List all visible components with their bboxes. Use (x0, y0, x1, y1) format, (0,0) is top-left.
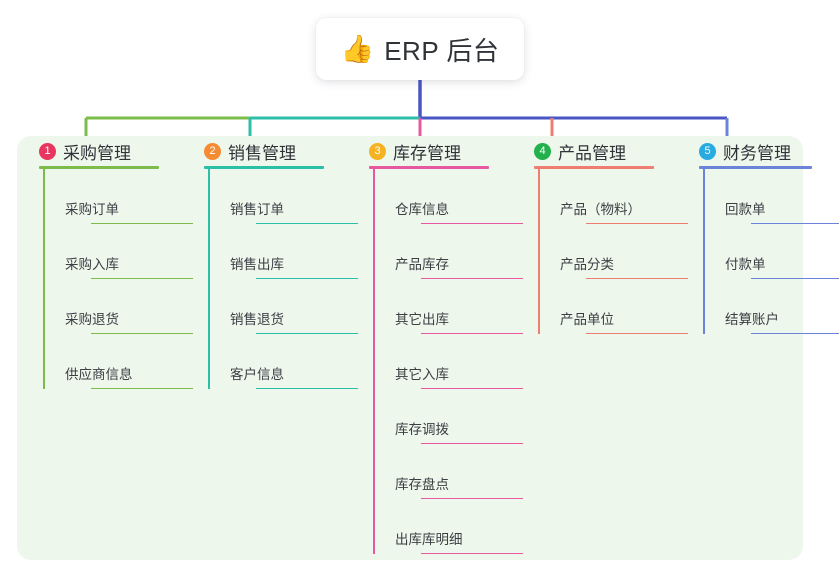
branch-label: 产品管理 (558, 143, 626, 163)
leaf-underline (91, 222, 193, 224)
leaf-label: 产品单位 (560, 311, 614, 327)
leaf-underline (91, 277, 193, 279)
branch-header-2[interactable]: 2 销售管理 (182, 136, 347, 166)
leaf-label: 库存调拨 (395, 421, 449, 437)
leaf-label: 销售出库 (230, 256, 284, 272)
branch-column: 5 财务管理回款单付款单结算账户 (677, 136, 839, 334)
branch-column: 1 采购管理采购订单采购入库采购退货供应商信息 (17, 136, 193, 389)
leaf-label: 销售退货 (230, 311, 284, 327)
leaf-label: 采购退货 (65, 311, 119, 327)
leaf-underline (751, 277, 839, 279)
root-node[interactable]: 👍 ERP 后台 (316, 18, 524, 80)
leaf-item[interactable]: 库存盘点 (347, 444, 523, 499)
branch-underline (369, 166, 489, 169)
leaf-item[interactable]: 回款单 (677, 169, 839, 224)
leaf-underline (256, 332, 358, 334)
leaf-label: 采购订单 (65, 201, 119, 217)
leaf-item[interactable]: 出库库明细 (347, 499, 523, 554)
leaf-label: 产品库存 (395, 256, 449, 272)
leaf-item[interactable]: 客户信息 (182, 334, 358, 389)
leaf-underline (256, 387, 358, 389)
leaf-item[interactable]: 采购退货 (17, 279, 193, 334)
leaf-item[interactable]: 销售订单 (182, 169, 358, 224)
leaf-underline (421, 552, 523, 554)
leaf-label: 结算账户 (725, 311, 779, 327)
leaf-label: 付款单 (725, 256, 766, 272)
branch-underline (204, 166, 324, 169)
branch-spine (373, 169, 375, 554)
leaf-underline (751, 332, 839, 334)
leaf-underline (751, 222, 839, 224)
leaf-label: 其它入库 (395, 366, 449, 382)
branches-panel (17, 136, 803, 560)
leaf-underline (91, 387, 193, 389)
leaf-underline (586, 332, 688, 334)
leaf-item[interactable]: 产品（物料） (512, 169, 688, 224)
branch-header-5[interactable]: 5 财务管理 (677, 136, 827, 166)
leaf-item[interactable]: 采购入库 (17, 224, 193, 279)
leaf-underline (421, 387, 523, 389)
leaf-underline (256, 277, 358, 279)
leaf-underline (421, 277, 523, 279)
branch-column: 3 库存管理仓库信息产品库存其它出库其它入库库存调拨库存盘点出库库明细 (347, 136, 523, 554)
leaf-item[interactable]: 库存调拨 (347, 389, 523, 444)
root-title: ERP 后台 (384, 35, 500, 66)
branch-header-4[interactable]: 4 产品管理 (512, 136, 677, 166)
leaf-item[interactable]: 其它出库 (347, 279, 523, 334)
leaf-item[interactable]: 销售出库 (182, 224, 358, 279)
leaf-label: 出库库明细 (395, 531, 463, 547)
thumbs-up-icon: 👍 (340, 33, 375, 65)
leaf-item[interactable]: 仓库信息 (347, 169, 523, 224)
leaf-item[interactable]: 供应商信息 (17, 334, 193, 389)
leaf-label: 采购入库 (65, 256, 119, 272)
leaf-item[interactable]: 产品分类 (512, 224, 688, 279)
leaf-underline (421, 442, 523, 444)
branch-badge-icon: 3 (369, 142, 386, 160)
branch-header-3[interactable]: 3 库存管理 (347, 136, 512, 166)
branch-badge-icon: 5 (699, 142, 716, 160)
branch-badge-icon: 2 (204, 142, 221, 160)
leaf-underline (256, 222, 358, 224)
leaf-label: 库存盘点 (395, 476, 449, 492)
branch-underline (699, 166, 812, 169)
leaf-label: 产品（物料） (560, 201, 641, 217)
leaf-item[interactable]: 其它入库 (347, 334, 523, 389)
branch-label: 采购管理 (63, 143, 131, 163)
leaf-item[interactable]: 产品单位 (512, 279, 688, 334)
leaf-label: 回款单 (725, 201, 766, 217)
leaf-item[interactable]: 结算账户 (677, 279, 839, 334)
branch-label: 库存管理 (393, 143, 461, 163)
branch-underline (39, 166, 159, 169)
leaf-underline (421, 332, 523, 334)
leaf-item[interactable]: 销售退货 (182, 279, 358, 334)
leaf-item[interactable]: 付款单 (677, 224, 839, 279)
leaf-underline (91, 332, 193, 334)
branch-column: 2 销售管理销售订单销售出库销售退货客户信息 (182, 136, 358, 389)
leaf-label: 其它出库 (395, 311, 449, 327)
branch-spine (703, 169, 705, 334)
branch-badge-icon: 1 (39, 142, 56, 160)
leaf-label: 销售订单 (230, 201, 284, 217)
branch-badge-icon: 4 (534, 142, 551, 160)
leaf-label: 客户信息 (230, 366, 284, 382)
leaf-label: 供应商信息 (65, 366, 133, 382)
branch-header-1[interactable]: 1 采购管理 (17, 136, 182, 166)
leaf-label: 产品分类 (560, 256, 614, 272)
branch-underline (534, 166, 654, 169)
leaf-underline (586, 277, 688, 279)
leaf-underline (421, 222, 523, 224)
branch-spine (43, 169, 45, 389)
branch-spine (538, 169, 540, 334)
leaf-item[interactable]: 采购订单 (17, 169, 193, 224)
branch-column: 4 产品管理产品（物料） 产品分类产品单位 (512, 136, 688, 334)
branch-label: 销售管理 (228, 143, 296, 163)
leaf-underline (586, 222, 688, 224)
leaf-underline (421, 497, 523, 499)
leaf-item[interactable]: 产品库存 (347, 224, 523, 279)
branch-spine (208, 169, 210, 389)
branch-label: 财务管理 (723, 143, 791, 163)
leaf-label: 仓库信息 (395, 201, 449, 217)
